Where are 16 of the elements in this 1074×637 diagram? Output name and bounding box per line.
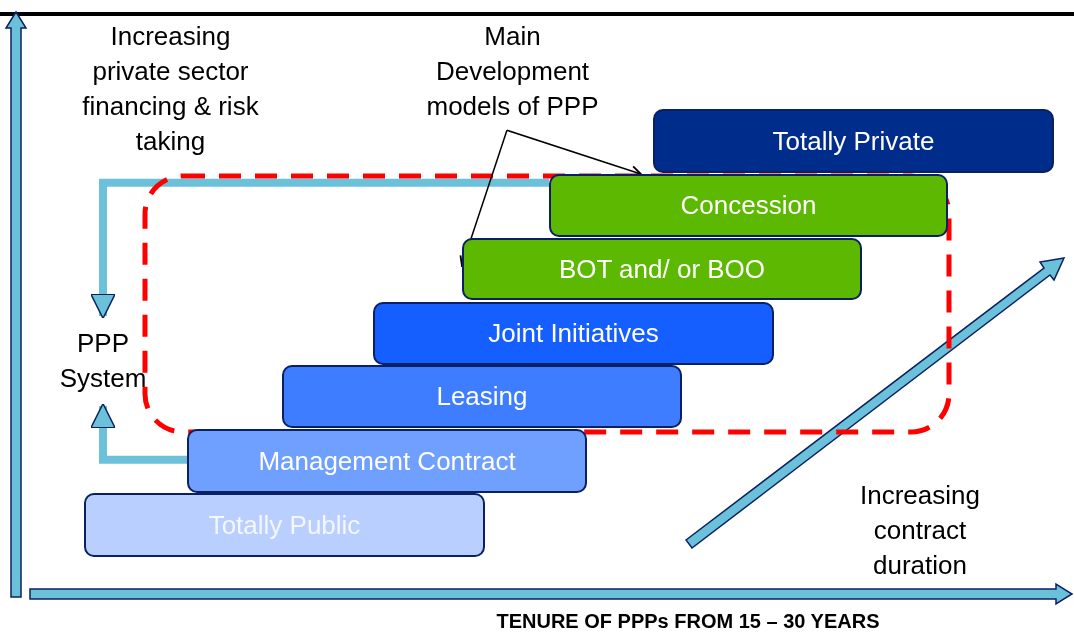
axis-label: Increasing private sector financing & risk taking xyxy=(81,20,260,158)
arrow xyxy=(90,402,187,464)
model-box: BOT and/ or BOO xyxy=(462,238,862,300)
model-box: Joint Initiatives xyxy=(373,302,774,365)
node-label: PPP System xyxy=(53,326,153,396)
arrow xyxy=(90,178,549,320)
model-box: Totally Public xyxy=(84,493,485,557)
callout-text: Main Development models of PPP xyxy=(420,19,605,124)
model-box: Management Contract xyxy=(187,429,587,493)
arrow xyxy=(506,129,642,177)
model-box: Totally Private xyxy=(653,109,1054,173)
model-box: Concession xyxy=(549,174,948,237)
axis-title: TENURE OF PPPs FROM 15 – 30 YEARS xyxy=(495,609,881,634)
model-box: Leasing xyxy=(282,365,682,428)
arrow xyxy=(459,129,508,267)
axis-label: Increasing contract duration xyxy=(859,479,981,582)
